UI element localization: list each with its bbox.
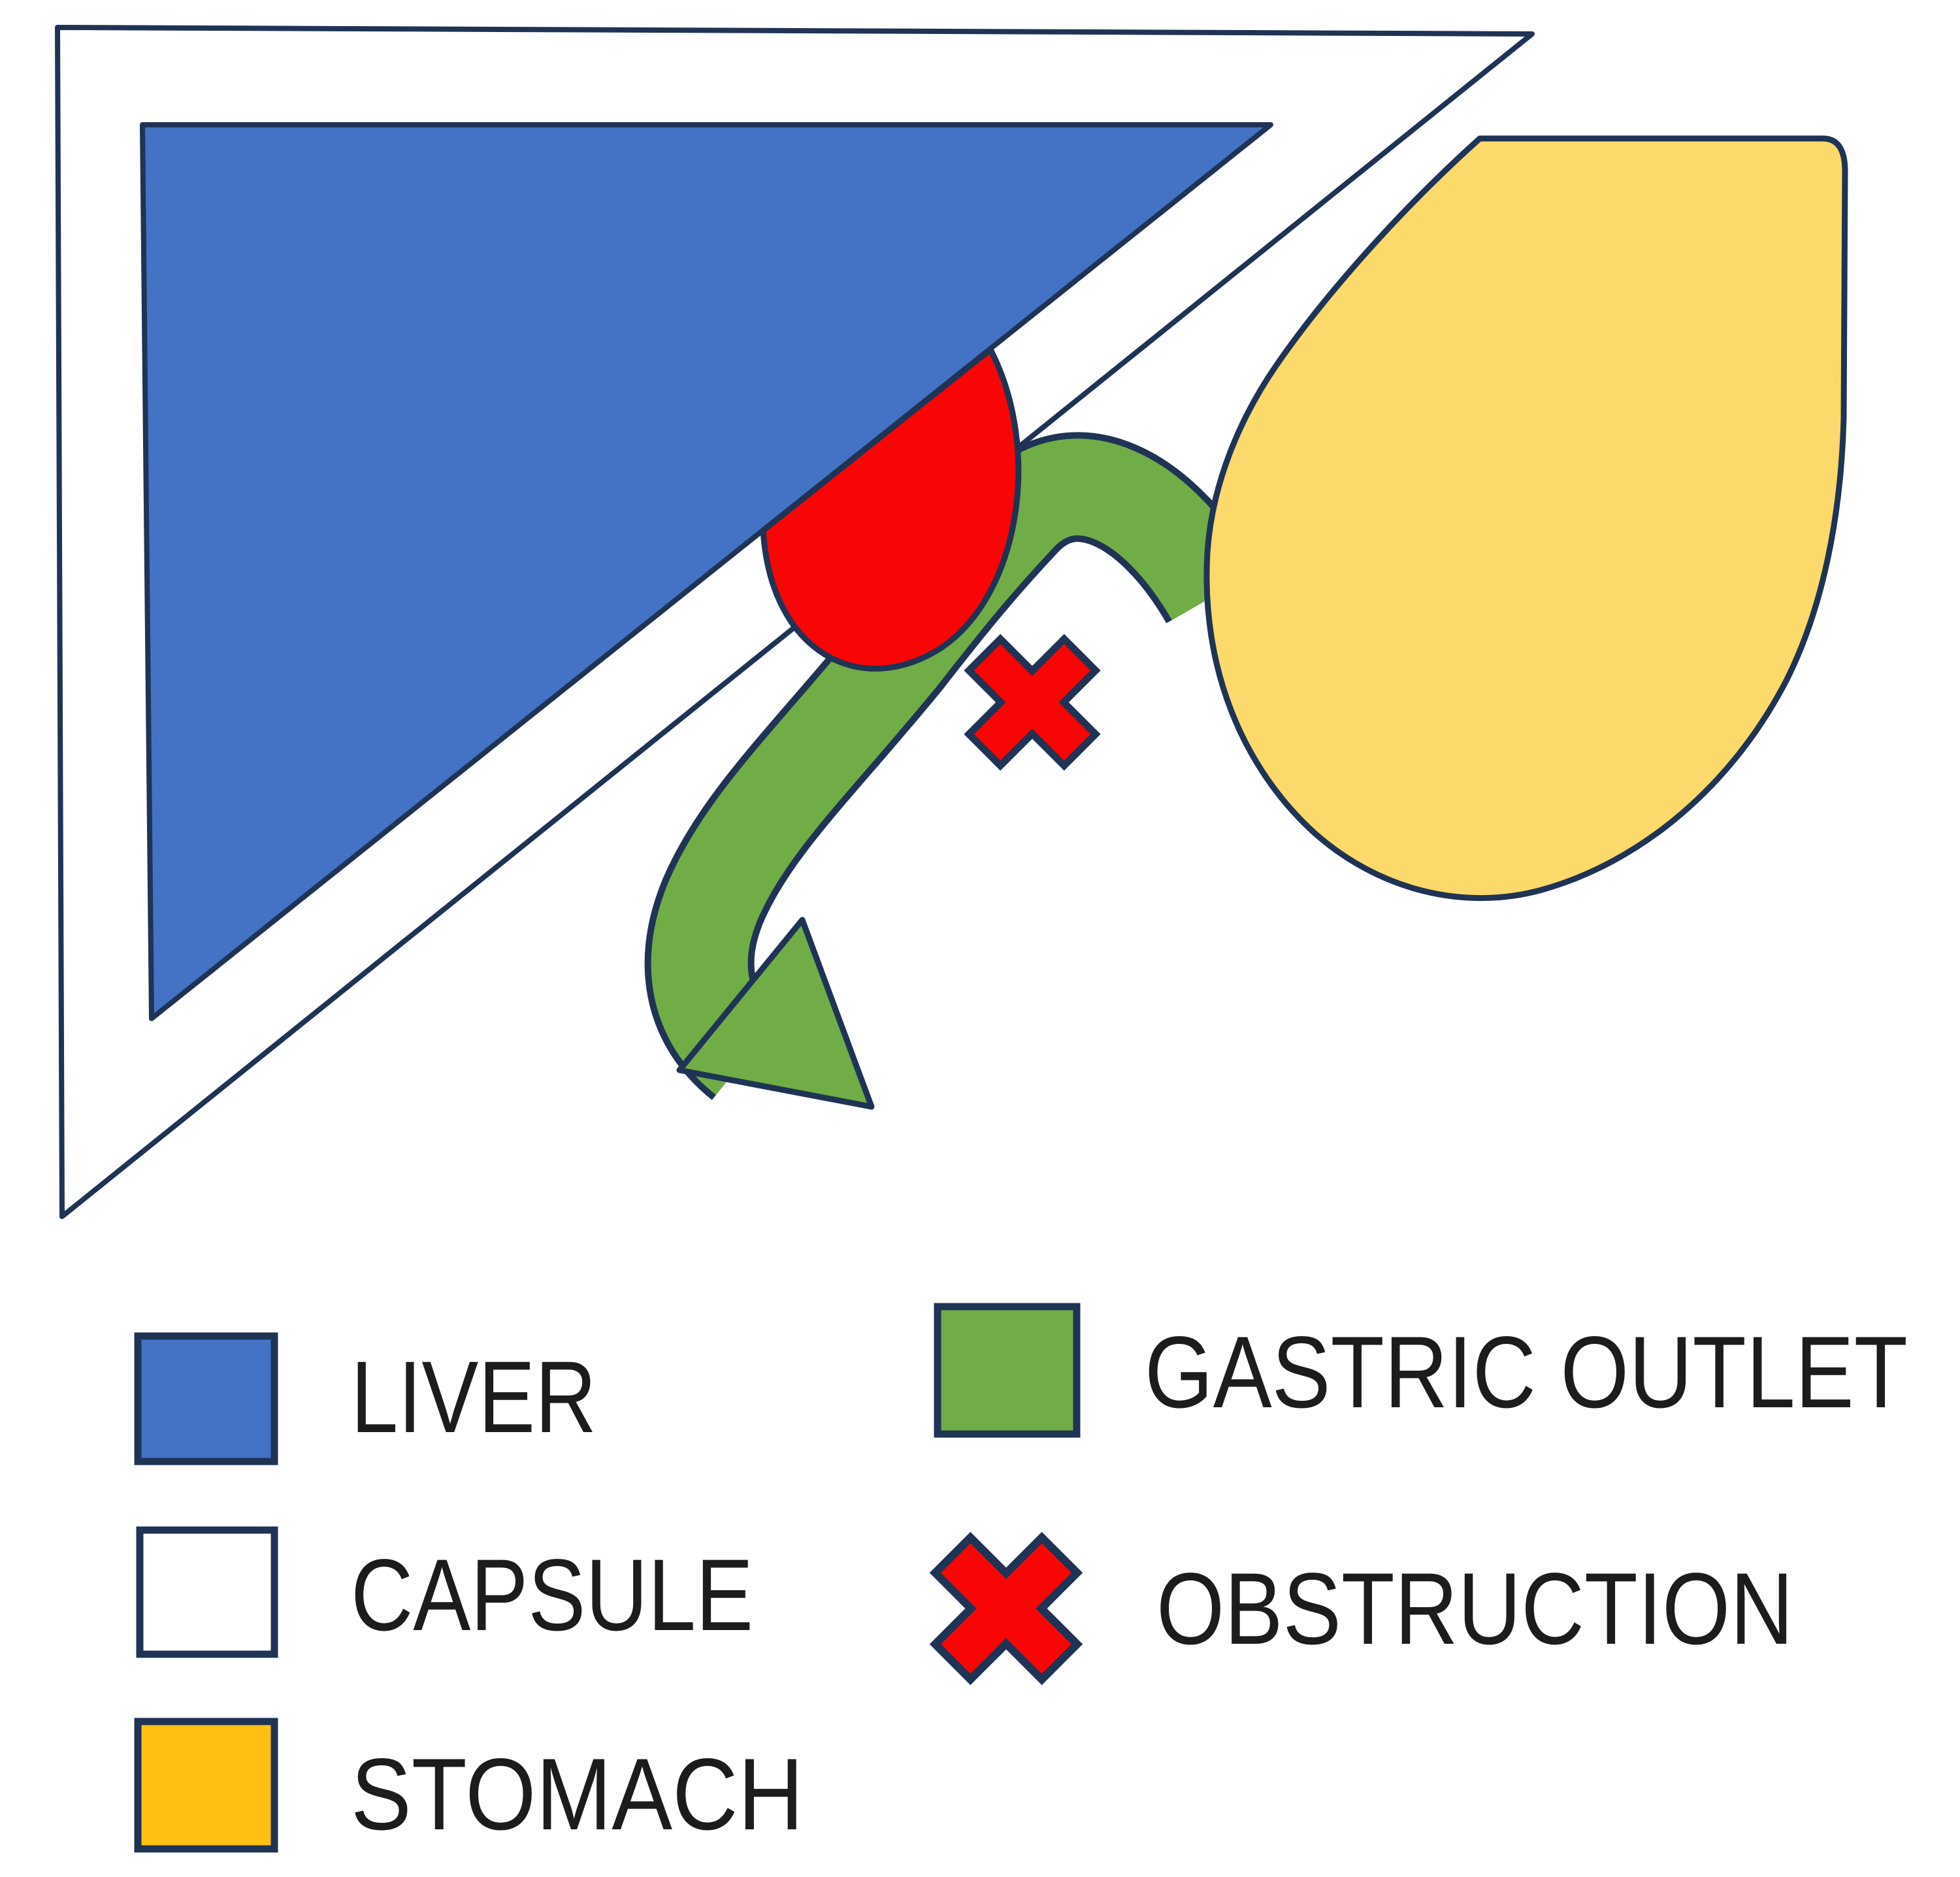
legend-label-stomach: STOMACH bbox=[351, 1738, 804, 1852]
anatomy-diagram bbox=[55, 25, 1848, 1219]
mass-shape bbox=[760, 346, 1022, 672]
legend-swatch-liver bbox=[134, 1332, 278, 1465]
legend-label-liver: LIVER bbox=[351, 1341, 596, 1454]
legend: LIVER CAPSULE STOMACH GASTRIC OUTLET OBS… bbox=[134, 1303, 1908, 1853]
legend-label-gastric-outlet: GASTRIC OUTLET bbox=[1145, 1316, 1908, 1429]
stomach-shape bbox=[1203, 135, 1848, 902]
legend-row-stomach: STOMACH bbox=[134, 1718, 804, 1853]
legend-label-capsule: CAPSULE bbox=[351, 1539, 753, 1652]
legend-swatch-gastric-outlet bbox=[934, 1303, 1081, 1438]
legend-swatch-stomach bbox=[134, 1718, 278, 1853]
gastric-outlet-arrowhead bbox=[676, 917, 875, 1110]
legend-row-liver: LIVER bbox=[134, 1332, 596, 1465]
legend-row-capsule: CAPSULE bbox=[136, 1526, 753, 1658]
legend-row-gastric-outlet: GASTRIC OUTLET bbox=[934, 1303, 1908, 1438]
legend-x-icon bbox=[900, 1502, 1113, 1715]
legend-swatch-capsule bbox=[136, 1526, 278, 1658]
legend-row-obstruction: OBSTRUCTION bbox=[900, 1502, 1793, 1715]
legend-label-obstruction: OBSTRUCTION bbox=[1156, 1552, 1793, 1666]
